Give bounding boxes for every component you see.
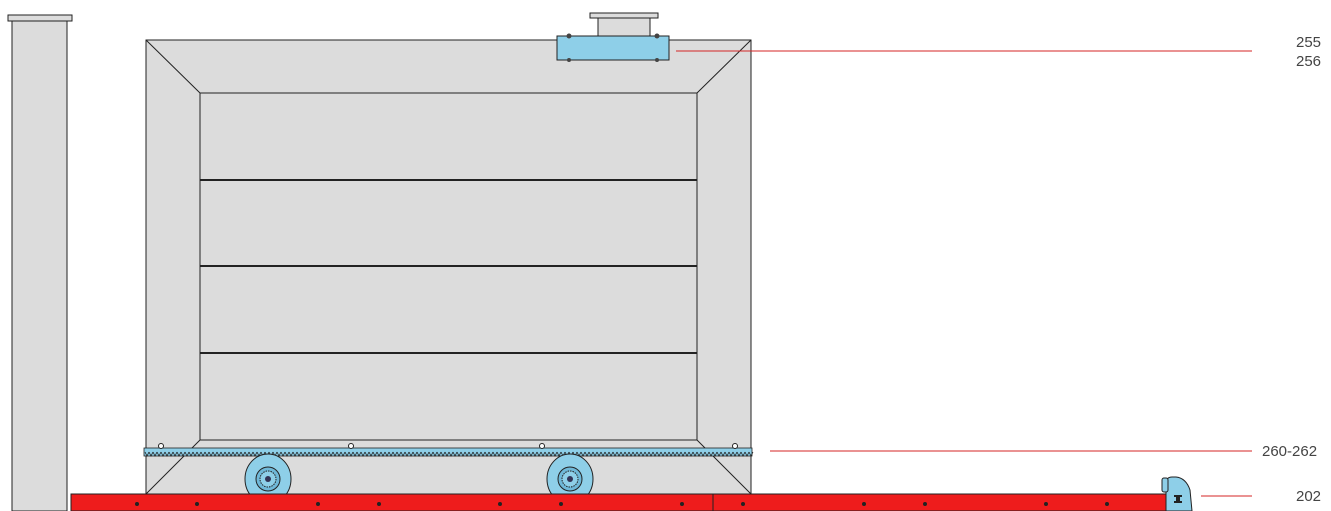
callout-label-255: 255 xyxy=(1296,34,1322,51)
callout-label-256: 256 xyxy=(1296,53,1322,70)
top-guide-bracket xyxy=(556,12,670,62)
fixed-post xyxy=(7,14,73,511)
callout-label-202: 202 xyxy=(1296,488,1322,505)
ground-track-beam xyxy=(70,493,1167,511)
gate-leaf xyxy=(145,39,752,495)
end-stop xyxy=(1161,476,1193,511)
callout-label-260-262: 260-262 xyxy=(1262,443,1318,460)
wheel-left xyxy=(244,453,292,505)
toothed-rack xyxy=(143,443,754,457)
